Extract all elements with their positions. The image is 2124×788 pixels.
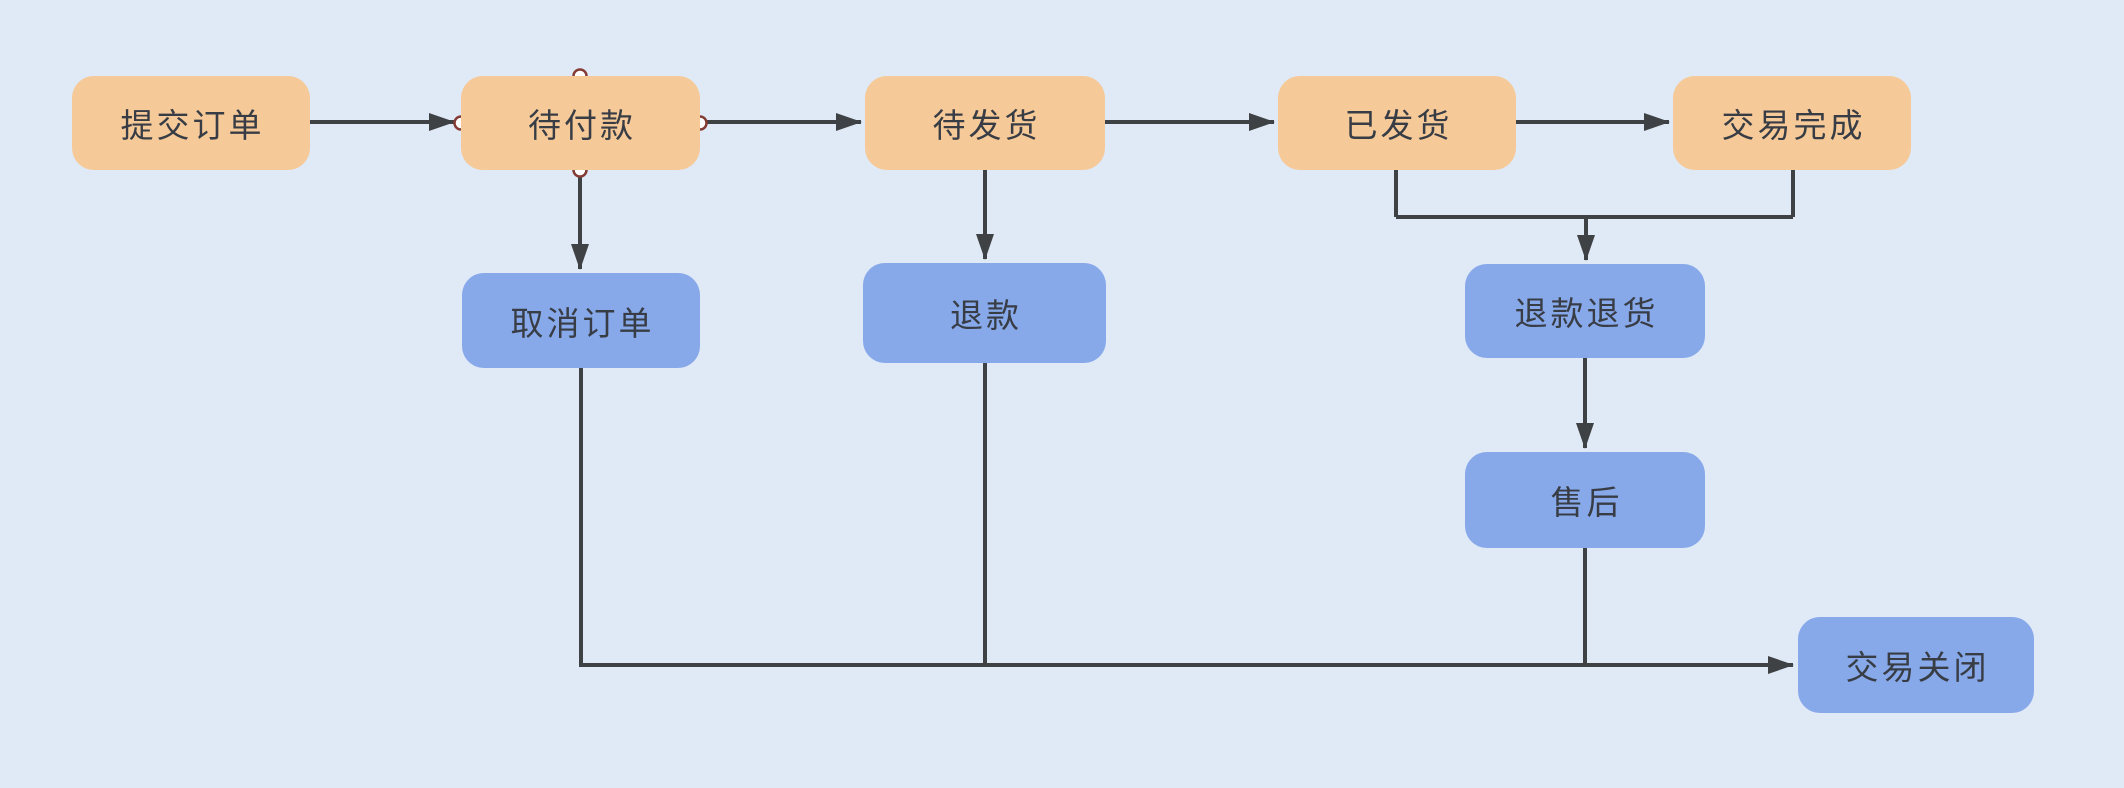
node-pending-payment[interactable]: 待付款 [461,76,700,170]
node-label-pending-shipment: 待发货 [932,107,1041,144]
node-label-submit-order: 提交订单 [120,107,265,144]
node-refund[interactable]: 退款 [863,263,1106,363]
node-label-cancel-order: 取消订单 [510,304,655,342]
node-label-transaction-closed: 交易关闭 [1845,649,1990,686]
node-after-sales[interactable]: 售后 [1465,452,1705,548]
node-label-pending-payment: 待付款 [528,107,636,144]
node-label-shipped: 已发货 [1344,107,1453,144]
node-label-transaction-complete: 交易完成 [1721,107,1866,144]
node-submit-order[interactable]: 提交订单 [72,76,310,170]
edge-group [310,113,1795,674]
node-label-refund: 退款 [950,297,1022,334]
node-pending-shipment[interactable]: 待发货 [865,76,1105,170]
node-transaction-complete[interactable]: 交易完成 [1673,76,1911,170]
node-cancel-order[interactable]: 取消订单 [462,273,700,368]
node-transaction-closed[interactable]: 交易关闭 [1798,617,2034,713]
node-label-refund-return: 退款退货 [1514,295,1659,332]
node-shipped[interactable]: 已发货 [1278,76,1516,170]
node-refund-return[interactable]: 退款退货 [1465,264,1705,358]
edge-cancel-order-to-transaction-closed[interactable] [579,368,1794,674]
node-label-after-sales: 售后 [1550,484,1623,521]
